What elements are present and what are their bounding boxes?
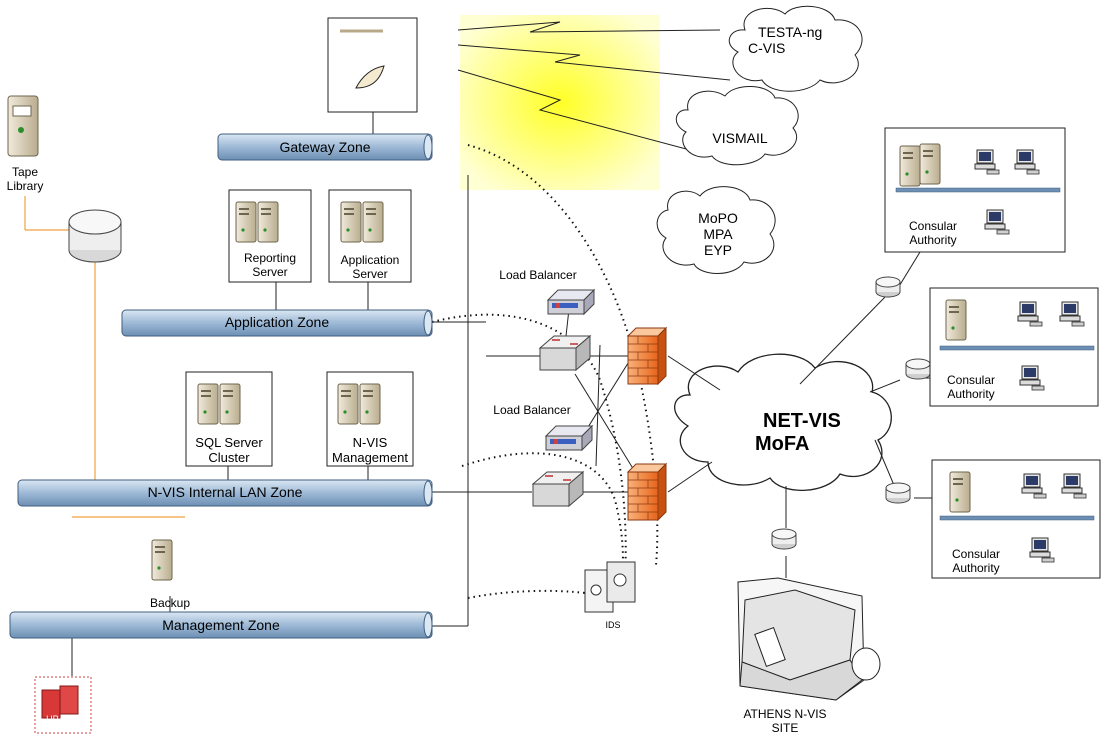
cloud-mopo xyxy=(656,186,776,274)
cloud-testa xyxy=(728,5,863,92)
router-athens-icon xyxy=(771,528,797,550)
consular-site-1 xyxy=(884,127,1066,253)
cloud-netvis xyxy=(674,353,892,491)
backup-server-icon xyxy=(151,539,173,581)
cloud-vismail-label: VISMAIL xyxy=(712,130,768,146)
zone-bar-management xyxy=(9,611,433,639)
zone-label-gateway: Gateway Zone xyxy=(279,139,371,155)
storage-disk-icon xyxy=(68,209,122,263)
zone-label-management: Management Zone xyxy=(162,617,280,633)
load-balancer-1-label: Load Balancer xyxy=(499,268,577,282)
athens-site-icon xyxy=(737,577,881,701)
application-server-box xyxy=(328,189,412,283)
router-site1-icon xyxy=(875,276,901,298)
hp-tools-label: HP Tools xyxy=(46,714,82,724)
gateway-device xyxy=(327,17,418,113)
orange-links xyxy=(24,196,185,518)
tape-library-icon xyxy=(7,95,39,157)
wan-lightning xyxy=(457,15,731,190)
backup-label: Backup xyxy=(149,596,191,610)
load-balancer-1-icon xyxy=(547,289,595,315)
load-balancer-2-label: Load Balancer xyxy=(493,403,571,417)
switch-2-icon xyxy=(532,471,584,507)
router-site2-icon xyxy=(905,358,931,380)
switch-1-icon xyxy=(539,335,591,371)
backbone-lines xyxy=(71,112,932,676)
consular-site-2 xyxy=(929,287,1099,407)
firewall-1-icon xyxy=(627,327,667,385)
ids-label: IDS xyxy=(605,620,621,630)
consular-site-3 xyxy=(931,459,1101,579)
hp-tools-icon xyxy=(34,676,92,734)
zone-bar-internal-lan xyxy=(17,479,433,507)
zone-label-internal-lan: N-VIS Internal LAN Zone xyxy=(147,484,303,500)
ids-icon xyxy=(584,561,636,613)
zone-bar-application xyxy=(121,309,433,337)
zone-label-application: Application Zone xyxy=(224,314,330,330)
nvis-management-box xyxy=(326,371,414,467)
zone-bar-gateway xyxy=(217,133,433,161)
reporting-server-box xyxy=(228,189,312,283)
cloud-vismail xyxy=(675,85,799,166)
load-balancer-2-icon xyxy=(545,425,593,451)
sql-cluster-box xyxy=(185,371,273,467)
router-site3-icon xyxy=(885,482,911,504)
dotted-links xyxy=(431,144,659,601)
firewall-2-icon xyxy=(627,463,667,521)
